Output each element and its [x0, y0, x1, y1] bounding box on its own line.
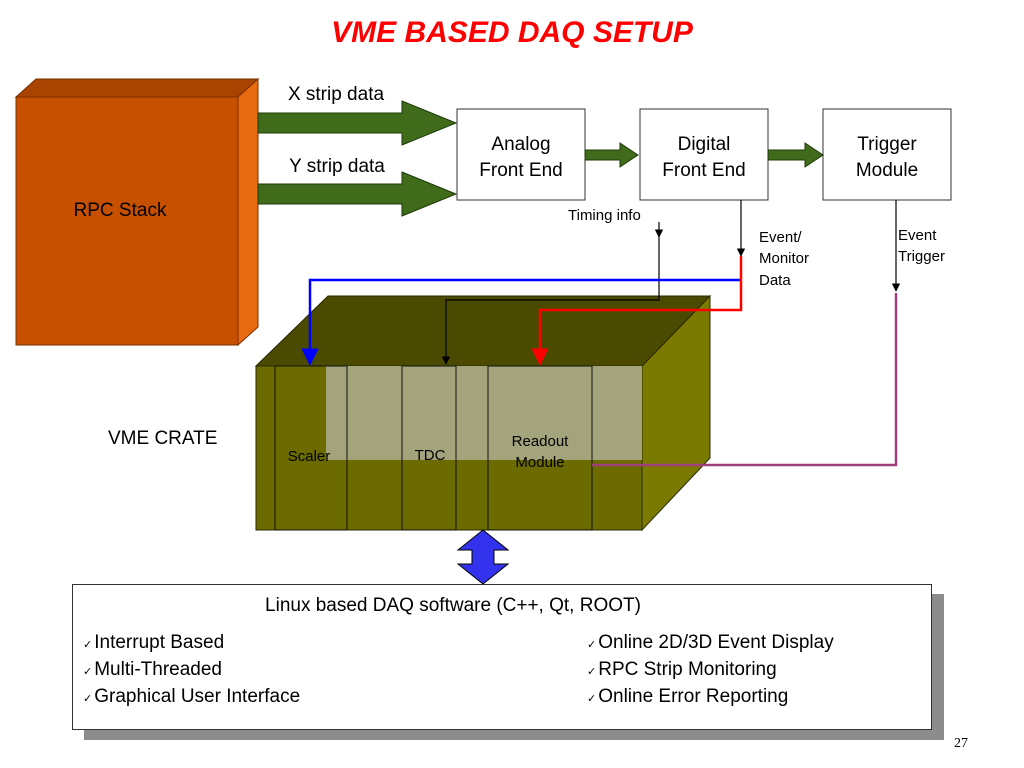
software-heading: Linux based DAQ software (C++, Qt, ROOT): [265, 595, 641, 616]
slide-title: VME BASED DAQ SETUP: [331, 16, 693, 49]
feature-label: Multi-Threaded: [94, 659, 222, 680]
readout-card: [487, 365, 593, 531]
event-trigger-line-1: Event: [898, 227, 937, 244]
event-to-scaler-line: [301, 278, 741, 366]
check-icon: ✓: [587, 693, 597, 705]
check-icon: ✓: [587, 639, 597, 651]
y-strip-label: Y strip data: [289, 156, 385, 177]
scaler-label: Scaler: [288, 448, 331, 465]
event-monitor-line-1: Event/: [759, 229, 802, 246]
event-trigger-line-2: Trigger: [898, 248, 945, 265]
feature-strip-monitoring: ✓RPC Strip Monitoring: [587, 656, 777, 686]
tdc-card: [401, 365, 457, 531]
digital-line-1: Digital: [678, 134, 731, 155]
page-number: 27: [954, 736, 968, 751]
feature-label: Graphical User Interface: [94, 686, 301, 707]
event-monitor-line-2: Monitor: [759, 250, 809, 267]
analog-line-1: Analog: [491, 134, 550, 155]
timing-to-tdc-line: [441, 237, 660, 365]
y-strip-arrow: [257, 171, 458, 217]
feature-error-reporting: ✓Online Error Reporting: [587, 683, 788, 713]
vme-crate-label: VME CRATE: [108, 428, 217, 449]
check-icon: ✓: [587, 666, 597, 678]
timing-info-label: Timing info: [568, 207, 641, 224]
digital-to-trigger-arrow: [767, 142, 824, 168]
analog-to-digital-arrow: [584, 142, 639, 168]
trigger-to-readout-line: [592, 293, 898, 467]
readout-line-1: Readout: [512, 433, 570, 450]
event-to-readout-line: [531, 256, 743, 366]
feature-label: Interrupt Based: [94, 632, 225, 653]
tdc-label: TDC: [415, 447, 446, 464]
rpc-stack-label: RPC Stack: [74, 200, 167, 221]
feature-event-display: ✓Online 2D/3D Event Display: [587, 629, 834, 659]
check-icon: ✓: [83, 693, 93, 705]
digital-line-2: Front End: [662, 160, 745, 181]
scaler-card: [274, 365, 348, 531]
x-strip-label: X strip data: [288, 84, 385, 105]
analog-line-2: Front End: [479, 160, 562, 181]
feature-label: Online 2D/3D Event Display: [598, 632, 834, 653]
vme-crate: Scaler TDC Readout Module: [254, 294, 712, 532]
rpc-stack: RPC Stack: [14, 77, 260, 347]
check-icon: ✓: [83, 639, 93, 651]
crate-software-double-arrow: [456, 529, 510, 585]
digital-front-end: Digital Front End: [639, 108, 769, 201]
readout-line-2: Module: [515, 454, 564, 471]
feature-interrupt: ✓Interrupt Based: [83, 629, 224, 659]
feature-label: Online Error Reporting: [598, 686, 789, 707]
x-strip-arrow: [257, 100, 458, 146]
analog-front-end: Analog Front End: [456, 108, 586, 201]
software-box: Linux based DAQ software (C++, Qt, ROOT)…: [72, 584, 932, 730]
event-monitor-line-3: Data: [759, 272, 791, 289]
check-icon: ✓: [83, 666, 93, 678]
trigger-line-2: Module: [856, 160, 918, 181]
feature-multithread: ✓Multi-Threaded: [83, 656, 222, 686]
trigger-module: Trigger Module: [822, 108, 952, 201]
trigger-line-1: Trigger: [857, 134, 917, 155]
feature-gui: ✓Graphical User Interface: [83, 683, 300, 713]
feature-label: RPC Strip Monitoring: [598, 659, 777, 680]
